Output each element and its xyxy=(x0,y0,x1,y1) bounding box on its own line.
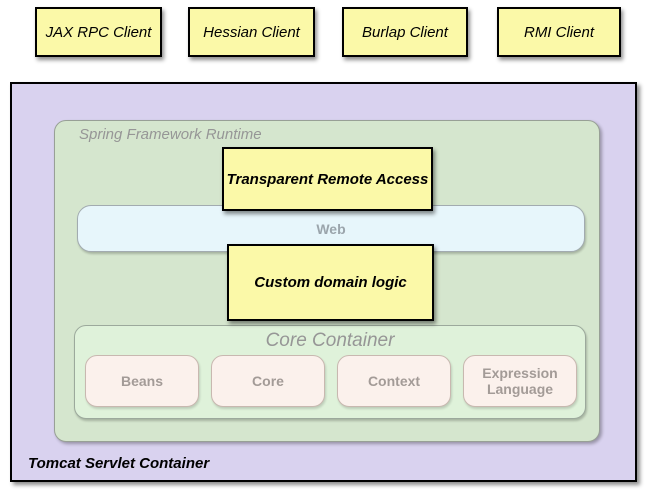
remote-access-label: Transparent Remote Access xyxy=(226,170,429,188)
custom-domain-logic-box: Custom domain logic xyxy=(227,244,434,321)
client-box-burlap: Burlap Client xyxy=(342,7,468,57)
spring-runtime-label: Spring Framework Runtime xyxy=(79,126,262,143)
module-label: Context xyxy=(367,372,421,389)
core-container-label: Core Container xyxy=(265,330,395,351)
module-core: Core xyxy=(211,355,325,407)
client-box-rmi: RMI Client xyxy=(497,7,621,57)
client-box-hessian: Hessian Client xyxy=(188,7,315,57)
domain-logic-label: Custom domain logic xyxy=(254,274,407,291)
module-label: Beans xyxy=(120,372,164,389)
client-label: Burlap Client xyxy=(362,23,448,41)
module-expression-language: Expression Language xyxy=(463,355,577,407)
core-modules-row: Beans Core Context Expression Language xyxy=(85,355,577,407)
module-context: Context xyxy=(337,355,451,407)
core-container: Core Container Beans Core Context Expres… xyxy=(74,325,586,419)
client-box-jax-rpc: JAX RPC Client xyxy=(35,7,162,57)
module-beans: Beans xyxy=(85,355,199,407)
tomcat-container-label: Tomcat Servlet Container xyxy=(28,455,210,472)
transparent-remote-access-box: Transparent Remote Access xyxy=(222,147,433,211)
client-label: RMI Client xyxy=(523,23,594,41)
client-label: JAX RPC Client xyxy=(45,23,152,41)
client-label: Hessian Client xyxy=(203,23,300,41)
module-label: Core xyxy=(252,372,284,389)
module-label: Expression Language xyxy=(482,364,558,397)
web-layer-label: Web xyxy=(316,220,346,237)
